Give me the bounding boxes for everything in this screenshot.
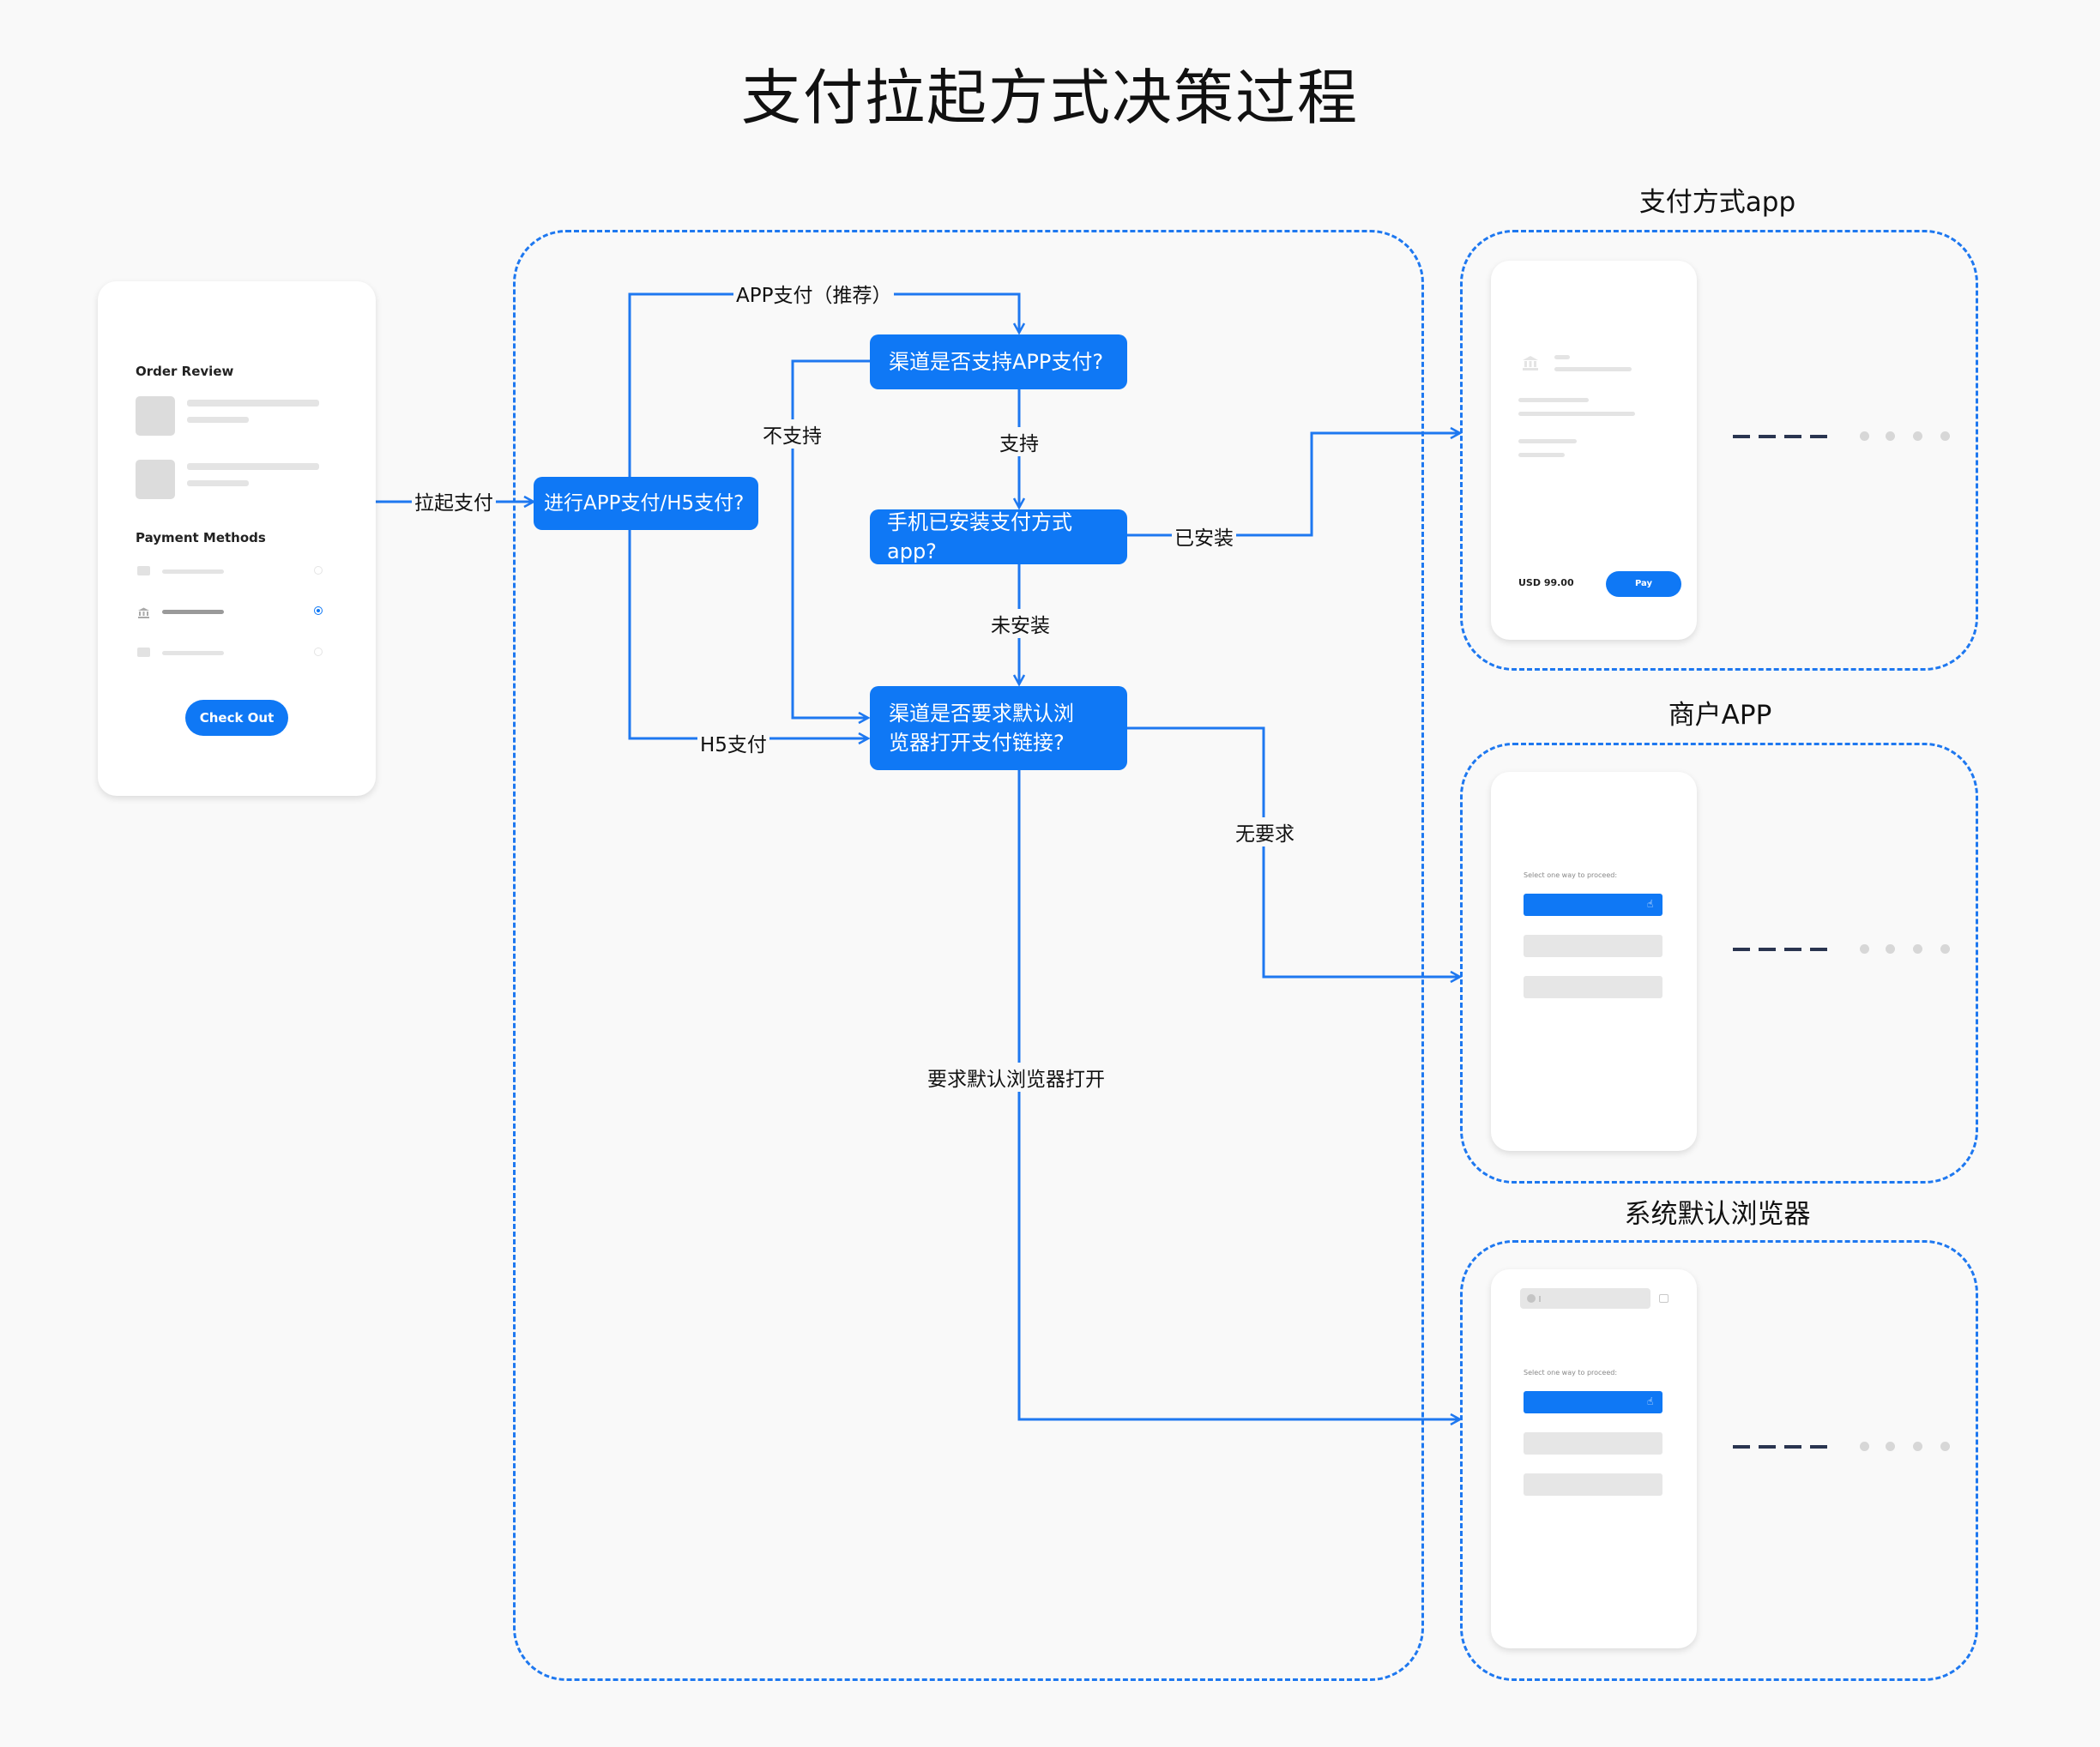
section-title-payment-app: 支付方式app	[1638, 187, 1796, 218]
continuation-dashes	[1733, 948, 1836, 951]
node-app-or-h5[interactable]: 进行APP支付/H5支付?	[534, 477, 758, 530]
checkout-button[interactable]: Check Out	[185, 700, 288, 736]
node-require-browser-label-2: 览器打开支付链接?	[889, 731, 1065, 755]
product-subtitle-placeholder	[187, 417, 249, 423]
label-supported: 支持	[997, 427, 1041, 456]
continuation-dots	[1860, 1442, 1954, 1452]
proceed-option-selected[interactable]: ☝	[1524, 1391, 1662, 1413]
payment-app-phone-mockup: USD 99.00 Pay	[1491, 261, 1697, 640]
pay-button[interactable]: Pay	[1606, 571, 1681, 597]
node-support-app-label: 渠道是否支持APP支付?	[889, 350, 1104, 374]
tap-hand-icon: ☝	[1647, 1395, 1654, 1407]
label-require-browser: 要求默认浏览器打开	[925, 1063, 1107, 1092]
tap-hand-icon: ☝	[1647, 898, 1654, 910]
merchant-app-container	[1460, 743, 1978, 1184]
label-installed: 已安装	[1172, 521, 1236, 551]
merchant-name-placeholder	[1554, 355, 1570, 359]
product-title-placeholder	[187, 463, 319, 470]
order-info-placeholder	[1518, 453, 1565, 457]
edge-h5-pay	[628, 529, 871, 745]
section-title-browser: 系统默认浏览器	[1624, 1199, 1811, 1230]
section-title-merchant-app: 商户APP	[1668, 700, 1772, 731]
radio-unselected-icon[interactable]	[314, 566, 323, 575]
wallet-icon	[137, 648, 150, 657]
bank-icon	[1522, 355, 1539, 370]
merchant-detail-placeholder	[1554, 367, 1632, 371]
edge-no-requirement	[1127, 726, 1463, 984]
product-thumbnail	[136, 460, 175, 499]
radio-selected-icon[interactable]	[314, 606, 323, 615]
proceed-option-selected[interactable]: ☝	[1524, 894, 1662, 916]
product-subtitle-placeholder	[187, 480, 249, 486]
proceed-option[interactable]	[1524, 1432, 1662, 1455]
order-review-heading: Order Review	[136, 364, 234, 379]
proceed-option[interactable]	[1524, 976, 1662, 998]
payment-methods-heading: Payment Methods	[136, 530, 266, 545]
select-way-prompt: Select one way to proceed:	[1524, 871, 1618, 879]
label-h5-pay: H5支付	[697, 728, 769, 757]
label-not-supported: 不支持	[760, 419, 824, 449]
payment-option-placeholder	[162, 651, 224, 655]
radio-unselected-icon[interactable]	[314, 648, 323, 656]
merchant-app-phone-mockup: Select one way to proceed: ☝	[1491, 772, 1697, 1151]
payment-app-container	[1460, 230, 1978, 671]
payment-option-placeholder	[162, 569, 224, 574]
proceed-option[interactable]	[1524, 1473, 1662, 1496]
amount-label: USD 99.00	[1518, 577, 1574, 588]
bank-icon	[137, 605, 150, 618]
browser-container	[1460, 1240, 1978, 1681]
continuation-dots	[1860, 944, 1954, 955]
browser-phone-mockup: Select one way to proceed: ☝	[1491, 1269, 1697, 1648]
order-info-placeholder	[1518, 439, 1577, 443]
node-app-or-h5-label: 进行APP支付/H5支付?	[544, 492, 745, 515]
product-thumbnail	[136, 396, 175, 436]
order-info-placeholder	[1518, 412, 1635, 416]
node-require-browser[interactable]: 渠道是否要求默认浏 览器打开支付链接?	[870, 686, 1127, 770]
node-app-installed-label: 手机已安装支付方式app?	[887, 510, 1072, 563]
edge-not-supported	[791, 359, 871, 725]
site-favicon-icon	[1527, 1294, 1536, 1303]
continuation-dots	[1860, 431, 1954, 442]
card-icon	[137, 566, 150, 575]
tabs-icon[interactable]	[1659, 1294, 1669, 1303]
address-bar	[1520, 1288, 1650, 1309]
continuation-dashes	[1733, 435, 1836, 438]
node-require-browser-label-1: 渠道是否要求默认浏	[889, 702, 1074, 726]
label-not-installed: 未安装	[988, 609, 1053, 638]
proceed-option[interactable]	[1524, 935, 1662, 957]
page-title: 支付拉起方式决策过程	[741, 63, 1359, 133]
edge-require-browser	[1017, 769, 1463, 1426]
order-info-placeholder	[1518, 398, 1589, 402]
product-title-placeholder	[187, 400, 319, 407]
continuation-dashes	[1733, 1445, 1836, 1449]
node-app-installed[interactable]: 手机已安装支付方式app?	[870, 509, 1127, 564]
checkout-phone-mockup: Order Review Payment Methods Check Out	[98, 281, 376, 796]
decision-container	[513, 230, 1424, 1681]
label-initiate: 拉起支付	[412, 486, 496, 515]
node-support-app[interactable]: 渠道是否支持APP支付?	[870, 334, 1127, 389]
label-no-requirement: 无要求	[1233, 817, 1297, 846]
payment-option-placeholder	[162, 610, 224, 614]
edge-installed	[1127, 426, 1463, 537]
select-way-prompt: Select one way to proceed:	[1524, 1369, 1618, 1377]
label-app-pay: APP支付（推荐）	[733, 279, 895, 308]
